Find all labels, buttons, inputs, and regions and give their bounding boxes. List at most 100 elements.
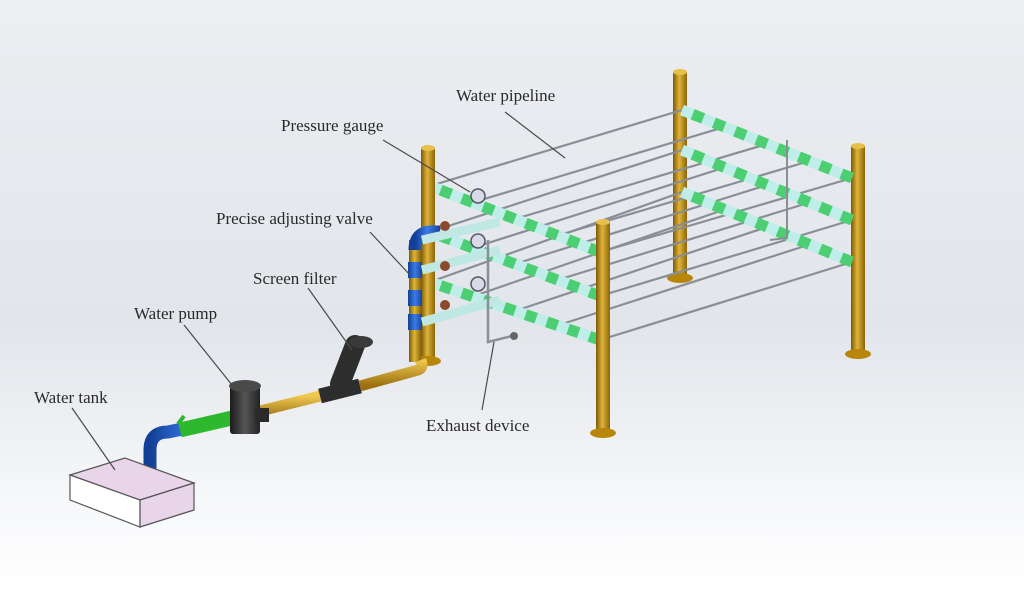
pipeline-rod [514, 142, 768, 221]
leader-pressure-gauge [382, 139, 471, 193]
rear-lateral-segment [796, 151, 812, 167]
supply-line [143, 358, 428, 488]
front-lateral-segment [566, 323, 581, 338]
exhaust-device [486, 240, 518, 344]
front-lateral-segment [534, 313, 549, 328]
front-lateral-segment [523, 309, 539, 324]
front-lateral-segment [544, 226, 560, 241]
pressure-gauges [470, 188, 486, 292]
rear-lateral-segment [733, 166, 748, 182]
pipeline-rod [599, 218, 853, 298]
rear-lateral-segment [743, 213, 759, 228]
rear-lateral-segment [828, 248, 844, 263]
label-precise-adjusting-valve: Precise adjusting valve [216, 209, 373, 228]
front-lateral-segment [513, 305, 528, 320]
front-right-post [590, 219, 616, 438]
front-lateral-segment [460, 287, 475, 302]
leader-screen-filter [307, 287, 353, 351]
rear-lateral-segment [701, 113, 716, 128]
water-pump [229, 380, 269, 434]
rear-lateral-segment [818, 243, 833, 259]
screen-filter [330, 335, 373, 394]
rear-lateral-segment [807, 239, 823, 254]
rear-lateral-segment [818, 160, 833, 175]
label-water-pipeline: Water pipeline [456, 86, 555, 105]
front-lateral-segment [513, 258, 528, 274]
front-lateral-segment [534, 266, 549, 282]
rear-lateral-segment [754, 175, 770, 191]
rear-lateral-segment [733, 126, 748, 141]
front-lateral-segment [481, 201, 496, 216]
front-lateral-segment [502, 302, 517, 317]
front-lateral-segment [449, 284, 464, 299]
front-lateral-segment [555, 230, 571, 245]
rear-lateral-segment [764, 221, 780, 237]
rear-lateral-segment [786, 230, 801, 246]
rear-lateral-segment [690, 191, 706, 206]
pipeline-rod [472, 166, 725, 250]
rear-right-post [845, 143, 871, 359]
rear-lateral-segment [796, 235, 812, 250]
front-lateral-segment [576, 238, 592, 254]
rear-lateral-segment [722, 121, 738, 137]
rear-lateral-segment [754, 134, 770, 150]
rear-lateral-segment [754, 217, 770, 233]
valve-knob [440, 261, 450, 271]
front-lateral-segment [566, 234, 581, 249]
rear-lateral-segment [807, 197, 823, 212]
front-lateral-segment [438, 184, 454, 200]
pipeline-rod [429, 148, 683, 234]
rear-lateral-segment [722, 162, 738, 177]
tee-fitting [408, 314, 422, 330]
pipeline-rod [472, 125, 725, 204]
label-screen-filter: Screen filter [253, 269, 337, 288]
front-lateral-segment [459, 193, 475, 208]
front-lateral-segment [438, 280, 454, 295]
water-tank [68, 457, 196, 528]
rear-lateral-segment [743, 130, 759, 145]
rear-exhaust-device [769, 140, 788, 241]
rear-lateral-segment [701, 195, 716, 211]
front-lateral-segment [459, 238, 475, 254]
rear-lateral-segment [711, 117, 727, 133]
rear-lateral-segment [839, 252, 855, 268]
pipeline-rod [514, 225, 768, 313]
front-lateral-segment [470, 291, 485, 306]
pipeline-rod [599, 260, 853, 342]
leader-water-tank [71, 407, 116, 471]
front-lateral-segment [534, 222, 549, 237]
front-lateral-segment [470, 197, 486, 212]
front-lateral-segment [566, 278, 581, 294]
label-pressure-gauge: Pressure gauge [281, 116, 383, 135]
leader-exhaust-device [481, 341, 495, 411]
front-lateral-segment [555, 320, 570, 335]
rear-lateral-segment [679, 144, 695, 160]
label-water-tank: Water tank [34, 388, 108, 407]
rear-lateral-segment [733, 208, 748, 224]
front-lateral-segment [502, 254, 517, 270]
rear-lateral-segment [818, 201, 833, 217]
leader-water-pipeline [504, 111, 566, 159]
rear-lateral-segment [828, 164, 844, 179]
tee-fitting [408, 290, 422, 306]
label-exhaust-device: Exhaust device [426, 416, 529, 435]
front-lateral-segment [544, 270, 560, 286]
front-lateral-segment [545, 316, 560, 331]
front-lateral-segment [576, 327, 592, 342]
front-lateral-segment [576, 282, 592, 298]
rear-lateral-segment [711, 158, 727, 173]
pipeline-rod [429, 108, 683, 188]
rear-lateral-segment [679, 186, 695, 202]
rear-lateral-segment [828, 206, 844, 221]
valve-knob [440, 300, 450, 310]
leader-water-pump [183, 324, 233, 386]
rear-lateral-segment [839, 210, 855, 226]
rear-lateral-segment [764, 179, 780, 195]
pipeline-rod [514, 183, 768, 266]
rear-lateral-segment [679, 104, 695, 120]
rear-lateral-segment [711, 200, 727, 215]
rear-lateral-segment [796, 193, 812, 208]
rear-lateral-segment [786, 147, 801, 162]
front-lateral-segment [523, 217, 539, 233]
